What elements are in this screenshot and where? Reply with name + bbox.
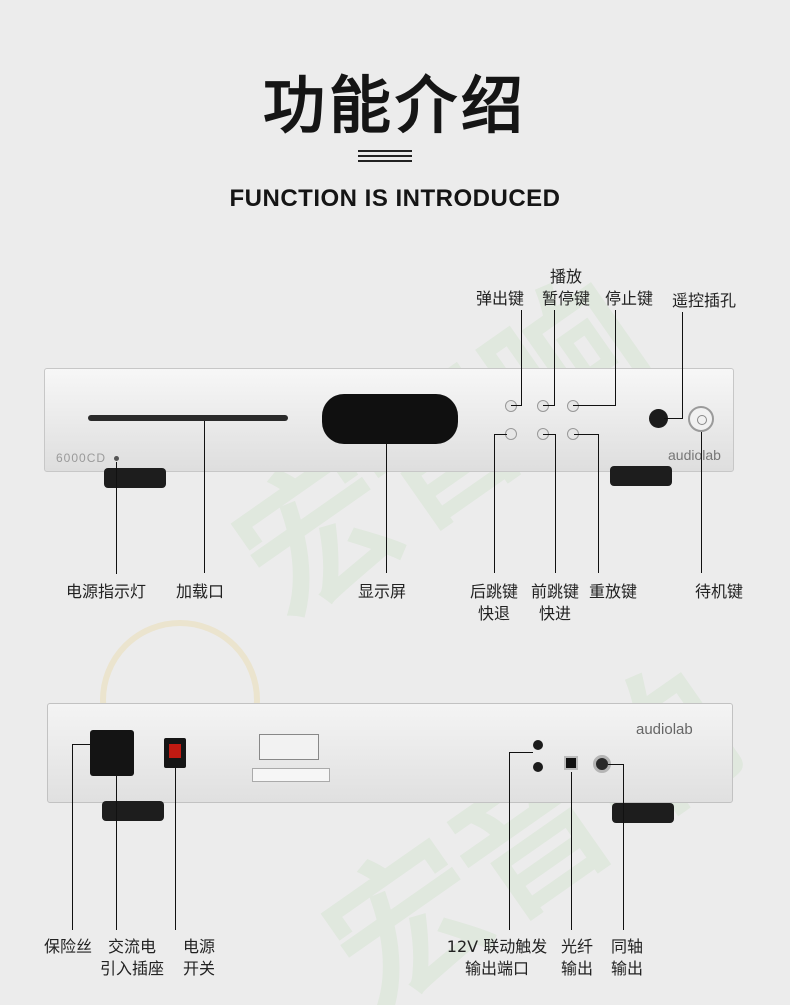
rear-panel xyxy=(47,703,733,803)
leader-line xyxy=(511,405,522,406)
leader-line xyxy=(543,405,555,406)
leader-line xyxy=(615,310,616,406)
front-brand-logo: audiolab xyxy=(668,447,721,463)
leader-line xyxy=(701,432,702,573)
label-display: 显示屏 xyxy=(358,582,407,601)
leader-line xyxy=(608,764,624,765)
model-name: 6000CD xyxy=(56,451,107,465)
leader-line xyxy=(571,772,572,930)
label-power-indicator: 电源指示灯 xyxy=(66,582,147,601)
leader-line xyxy=(543,434,556,435)
play-pause-button xyxy=(537,400,549,412)
leader-line xyxy=(555,434,556,573)
leader-line xyxy=(664,418,683,419)
label-eject: 弹出键 xyxy=(476,289,525,308)
remote-ir-socket xyxy=(649,409,668,428)
leader-line xyxy=(494,434,507,435)
leader-line xyxy=(623,764,624,930)
label-fuse: 保险丝 xyxy=(44,937,93,956)
front-foot-left xyxy=(104,468,166,488)
trigger-jack-top xyxy=(533,740,543,750)
leader-line xyxy=(509,752,533,753)
leader-line xyxy=(116,462,117,574)
leader-line xyxy=(386,444,387,573)
optical-output xyxy=(564,756,578,770)
rear-foot-left xyxy=(102,801,164,821)
label-optical: 光纤 输出 xyxy=(560,937,593,978)
rear-foot-right xyxy=(612,803,674,823)
label-play-pause: 播放 暂停键 xyxy=(541,267,590,308)
label-trigger: 12V 联动触发 输出端口 xyxy=(446,937,548,978)
rear-label-plate xyxy=(259,734,319,760)
leader-line xyxy=(598,434,599,573)
ac-inlet-socket xyxy=(90,730,134,776)
leader-line xyxy=(72,744,90,745)
eject-button xyxy=(505,400,517,412)
stop-button xyxy=(567,400,579,412)
leader-line xyxy=(72,744,73,930)
label-power-switch: 电源 开关 xyxy=(182,937,215,978)
leader-line xyxy=(521,310,522,406)
front-foot-right xyxy=(610,466,672,486)
label-ac-inlet: 交流电 引入插座 xyxy=(99,937,164,978)
page-subtitle: FUNCTION IS INTRODUCED xyxy=(229,185,561,212)
power-indicator-led xyxy=(114,456,119,461)
display-screen xyxy=(322,394,458,444)
rear-brand-logo: audiolab xyxy=(636,721,693,738)
leader-line xyxy=(116,776,117,930)
label-coaxial: 同轴 输出 xyxy=(610,937,643,978)
power-switch xyxy=(164,738,186,768)
leader-line xyxy=(494,434,495,573)
page-title: 功能介绍 xyxy=(262,69,527,142)
label-load-slot: 加载口 xyxy=(176,582,225,601)
label-standby: 待机键 xyxy=(695,582,744,601)
leader-line xyxy=(509,752,510,930)
disc-load-slot xyxy=(88,415,288,421)
rear-warning-plate xyxy=(252,768,330,782)
leader-line xyxy=(554,310,555,406)
label-next: 前跳键 快进 xyxy=(530,582,579,623)
leader-line xyxy=(175,768,176,930)
label-previous: 后跳键 快退 xyxy=(469,582,518,623)
label-remote-socket: 遥控插孔 xyxy=(672,291,737,310)
leader-line xyxy=(682,312,683,418)
leader-line xyxy=(204,421,205,573)
standby-button xyxy=(688,406,714,432)
trigger-jack-bottom xyxy=(533,762,543,772)
title-divider xyxy=(358,150,412,165)
leader-line xyxy=(573,405,616,406)
label-repeat: 重放键 xyxy=(589,582,638,601)
leader-line xyxy=(574,434,599,435)
label-stop: 停止键 xyxy=(605,289,654,308)
